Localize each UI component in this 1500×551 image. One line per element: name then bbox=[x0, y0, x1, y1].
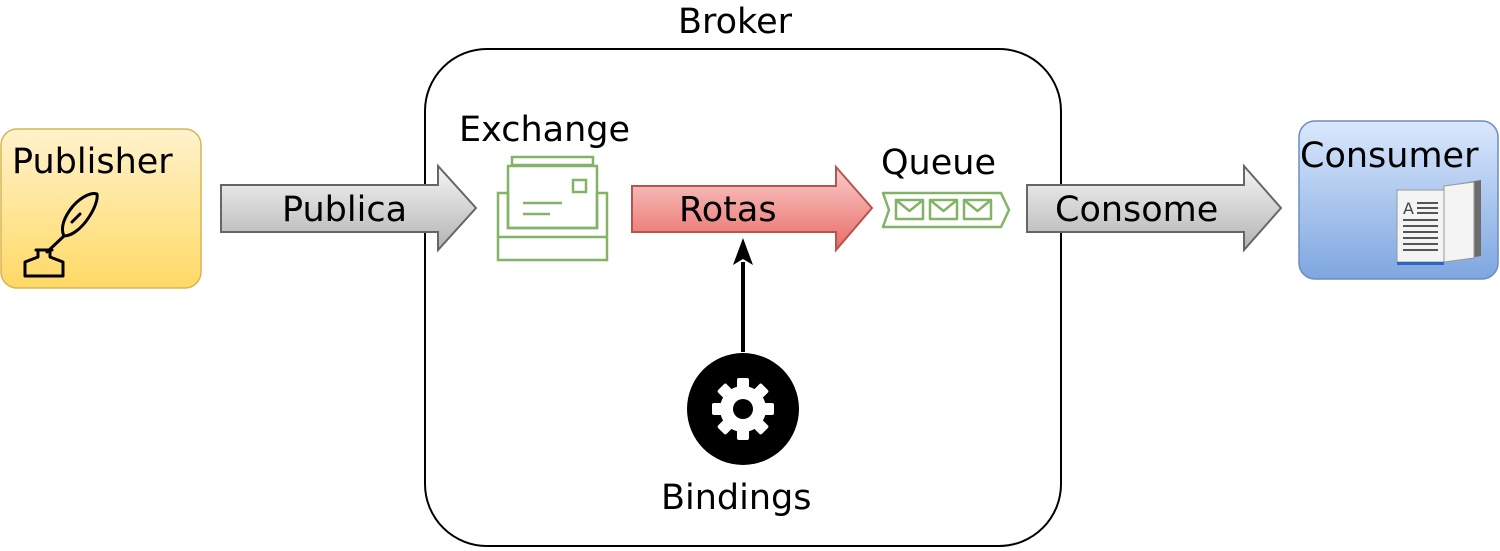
queue-label: Queue bbox=[881, 143, 996, 183]
quill-inkwell-icon bbox=[23, 192, 99, 278]
open-book-icon: A bbox=[1396, 180, 1481, 265]
publish-arrow-label: Publica bbox=[282, 190, 408, 230]
queue-envelopes-icon bbox=[881, 191, 1011, 229]
routes-arrow-label: Rotas bbox=[679, 190, 777, 230]
mailbox-icon bbox=[496, 155, 609, 262]
gear-icon[interactable] bbox=[687, 353, 799, 465]
consume-arrow-label: Consome bbox=[1055, 190, 1219, 230]
consumer-label: Consumer bbox=[1300, 136, 1479, 176]
bindings-label: Bindings bbox=[661, 478, 812, 518]
consume-arrow bbox=[1026, 163, 1283, 253]
broker-label: Broker bbox=[678, 2, 792, 42]
svg-text:A: A bbox=[1403, 199, 1414, 218]
exchange-label: Exchange bbox=[459, 110, 631, 150]
publish-arrow bbox=[220, 163, 478, 253]
bindings-connector-head bbox=[733, 238, 753, 265]
publisher-label: Publisher bbox=[12, 142, 173, 182]
routes-arrow bbox=[631, 164, 874, 253]
